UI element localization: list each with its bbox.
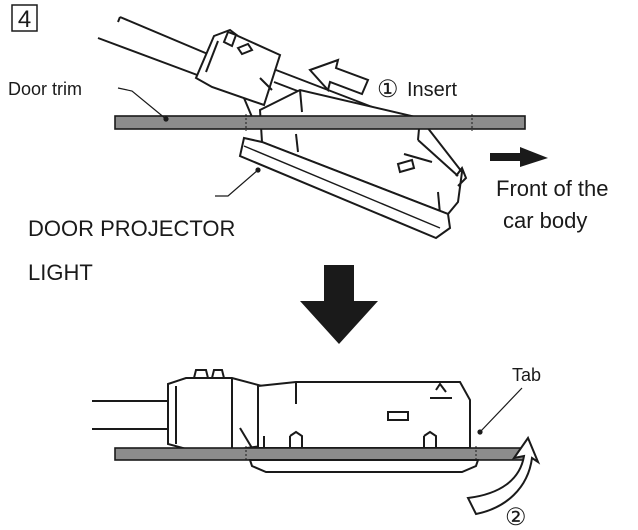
door-trim-label: Door trim bbox=[8, 79, 82, 99]
insert-arrow bbox=[308, 58, 370, 96]
front-label-line2: car body bbox=[503, 208, 587, 233]
front-label-line1: Front of the bbox=[496, 176, 609, 201]
component-leader bbox=[215, 169, 259, 197]
light-lens-bottom bbox=[248, 459, 480, 473]
top-illustration: Door trim ① Insert Front of the car body… bbox=[8, 16, 609, 285]
bottom-illustration: Tab ② bbox=[92, 365, 541, 530]
push-step-number: ② bbox=[505, 504, 527, 530]
wire-harness-bottom bbox=[92, 400, 168, 430]
tab-leader-dot bbox=[477, 429, 483, 435]
step-number: 4 bbox=[18, 6, 31, 33]
tab-label: Tab bbox=[512, 365, 541, 385]
tab-leader bbox=[479, 387, 523, 433]
insert-label: Insert bbox=[407, 79, 457, 101]
connector-bottom bbox=[167, 369, 263, 451]
door-trim-top bbox=[114, 114, 526, 131]
door-projector-light-top bbox=[238, 88, 468, 240]
door-trim-leader bbox=[117, 87, 167, 120]
insert-step-number: ① bbox=[377, 76, 399, 103]
door-projector-light-bottom bbox=[257, 381, 471, 449]
push-arrow bbox=[466, 435, 541, 516]
next-step-arrow bbox=[300, 265, 378, 344]
door-trim-leader-dot bbox=[163, 116, 169, 122]
component-label-line1: DOOR PROJECTOR bbox=[28, 216, 235, 241]
wire-harness-top bbox=[97, 16, 223, 80]
component-leader-dot bbox=[255, 167, 261, 173]
step-number-box: 4 bbox=[11, 4, 38, 33]
connector-top bbox=[194, 28, 282, 118]
front-direction-arrow bbox=[490, 147, 548, 167]
component-label-line2: LIGHT bbox=[28, 260, 93, 285]
